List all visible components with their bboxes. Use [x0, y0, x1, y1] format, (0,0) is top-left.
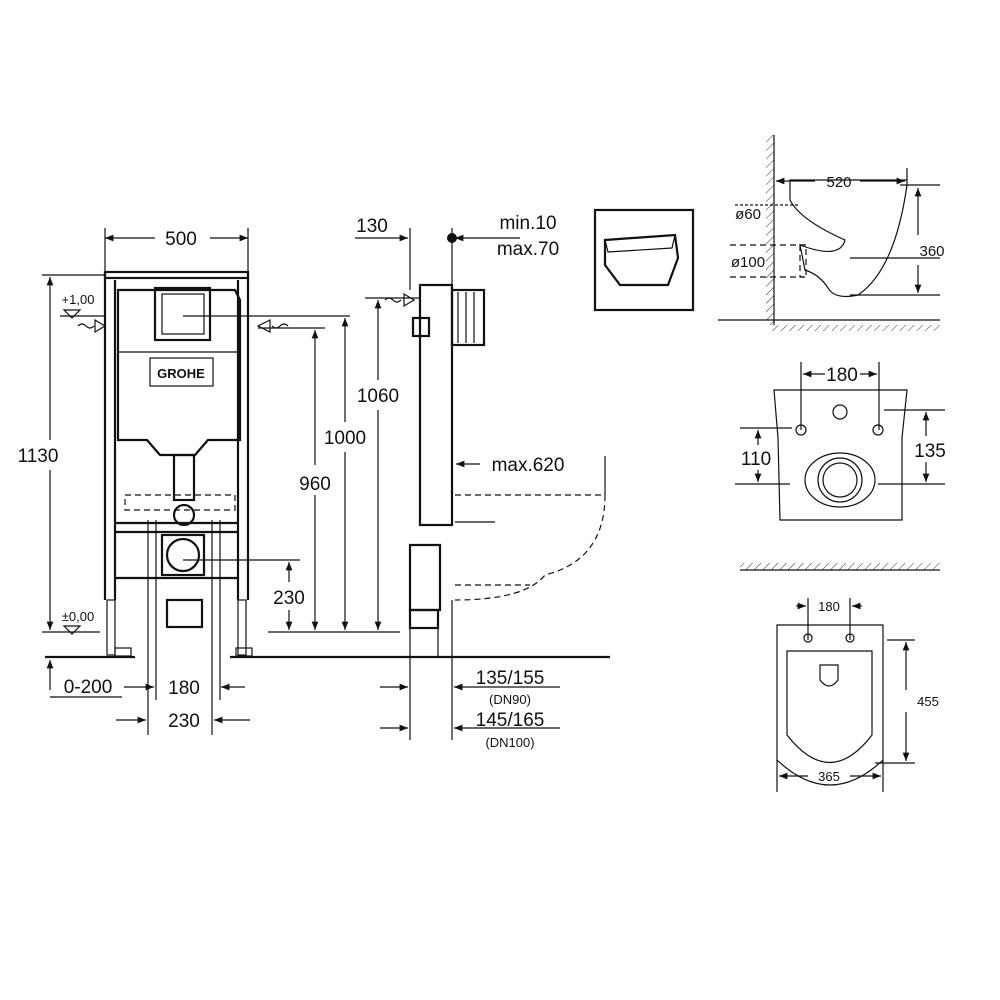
dim-frame-1060: 1060	[357, 386, 399, 407]
toilet-thumbnail	[593, 208, 695, 312]
side-view: 130 min.10 max.70 1060 max.620 135/155 (…	[355, 213, 606, 750]
dim-outlet-110: 110	[741, 449, 771, 470]
grohe-logo: GROHE	[149, 357, 214, 387]
dim-projection-620: max.620	[492, 455, 565, 476]
dim-dn90: 135/155	[476, 668, 545, 689]
dim-top-bolts-180: 180	[818, 599, 840, 614]
dim-bowl-height-360: 360	[919, 243, 944, 260]
dim-back-bolts-180: 180	[826, 365, 858, 386]
dim-outlet-100: ø100	[731, 254, 765, 271]
dim-bowl-length-520: 520	[826, 174, 851, 191]
dim-inlet-960: 960	[299, 474, 331, 495]
dim-width-500: 500	[165, 229, 197, 250]
level-top: +1,00	[62, 292, 95, 307]
bowl-side-view: 520 ø60 ø100 360	[718, 135, 945, 331]
level-zero: ±0,00	[62, 609, 94, 624]
dim-depth-130: 130	[356, 216, 388, 237]
brand-logo-text: GROHE	[157, 366, 205, 381]
dim-drain-width-230: 230	[168, 711, 200, 732]
label-dn100: (DN100)	[485, 735, 534, 750]
label-dn90: (DN90)	[489, 692, 531, 707]
dim-top-length-455: 455	[917, 694, 939, 709]
dim-wall-min: min.10	[499, 213, 556, 234]
dim-inlet-60: ø60	[735, 206, 761, 223]
front-view: GROHE 500 1130 +1,00 ±0,00	[18, 228, 610, 735]
dim-drain-230: 230	[273, 588, 305, 609]
dim-height-1130: 1130	[18, 446, 59, 467]
dim-bolt-180: 180	[168, 678, 200, 699]
dim-bolt-outlet-135: 135	[914, 441, 946, 462]
bowl-back-view: 180 110 135	[735, 362, 946, 521]
dim-foot-0-200: 0-200	[64, 677, 113, 698]
bowl-top-view: 180 455 365	[776, 598, 939, 792]
dim-flush-1000: 1000	[324, 428, 366, 449]
dim-wall-max: max.70	[497, 239, 559, 260]
dim-top-width-365: 365	[818, 769, 840, 784]
dim-dn100: 145/165	[476, 710, 545, 731]
